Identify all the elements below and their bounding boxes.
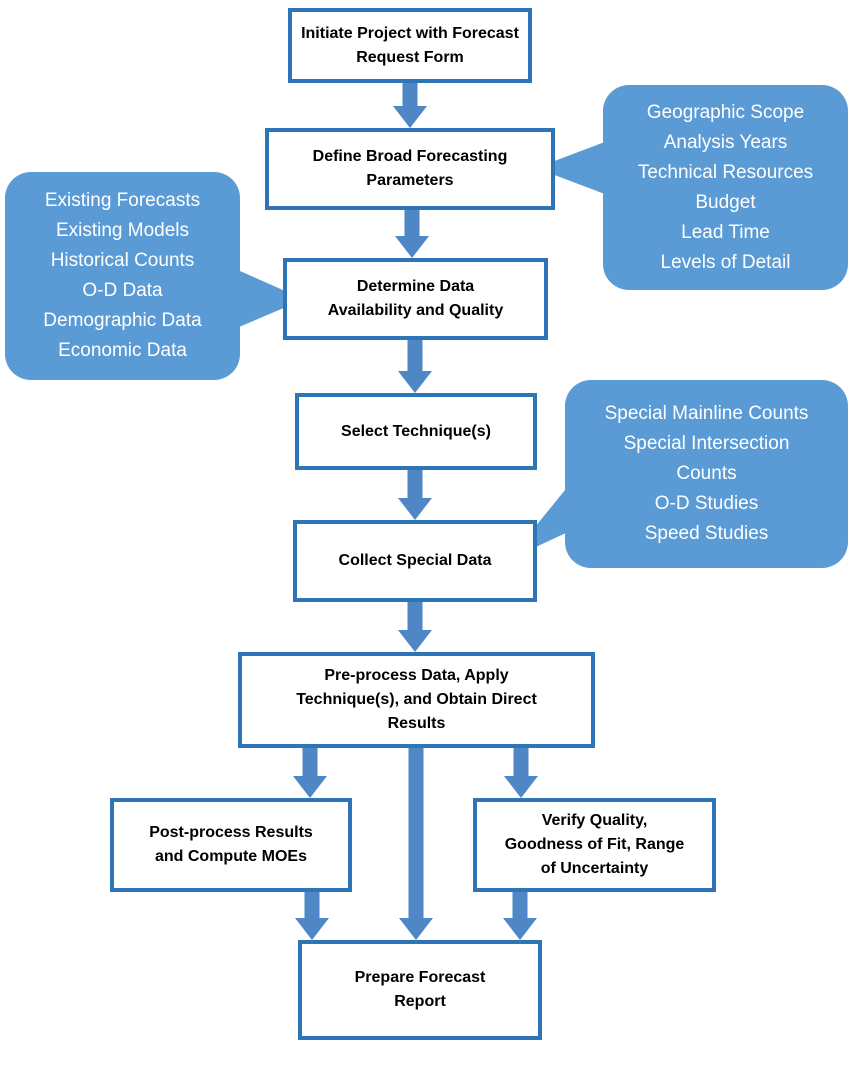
arrow-head [399,918,433,940]
step-collect-special-data: Collect Special Data [293,520,537,602]
arrow-stem [513,748,529,776]
callout-line: Demographic Data [43,310,202,331]
callout-line: Existing Models [55,220,190,241]
step-label: Define Broad Forecasting Parameters [312,148,508,189]
step-verify-quality: Verify Quality, Goodness of Fit, Range o… [473,798,716,892]
arrow-stem [402,83,418,106]
step-initiate-project: Initiate Project with Forecast Request F… [288,8,532,83]
arrow-head [503,918,537,940]
arrow-verify-to-report [503,892,537,940]
step-define-parameters: Define Broad Forecasting Parameters [265,128,555,210]
callout-line: Levels of Detail [660,251,791,273]
arrow-initiate-to-define [393,83,427,128]
arrow-select-to-collect [398,470,432,520]
step-label: Select Technique(s) [341,422,491,440]
arrow-head [395,236,429,258]
callout-line: Geographic Scope [646,101,805,123]
callout-line: O-D Data [82,280,163,301]
arrow-head [393,106,427,128]
arrow-preprocess-to-report [399,748,433,940]
callout-line: Existing Forecasts [44,190,201,211]
callout-line: Special Mainline Counts [604,403,809,424]
callout-line: Speed Studies [644,523,769,544]
arrow-head [504,776,538,798]
arrow-preprocess-to-verify [504,748,538,798]
callout-line: Lead Time [681,221,770,243]
step-label: Verify Quality, Goodness of Fit, Range o… [504,812,685,877]
arrow-define-to-determine [395,210,429,258]
callout-special-data: Special Mainline Counts Special Intersec… [565,380,848,568]
step-label: Prepare Forecast Report [354,969,486,1010]
arrow-stem [512,892,528,918]
arrow-head [295,918,329,940]
arrow-stem [407,602,423,630]
arrow-head [398,498,432,520]
callout-line: Analysis Years [663,131,788,153]
arrow-stem [407,340,423,371]
step-preprocess-data: Pre-process Data, Apply Technique(s), an… [238,652,595,748]
step-select-technique: Select Technique(s) [295,393,537,470]
step-label: Post-process Results and Compute MOEs [149,824,313,865]
callout-line: Economic Data [58,340,187,361]
callout-line: Counts [676,463,737,484]
arrow-preprocess-to-postprocess [293,748,327,798]
arrow-stem [302,748,318,776]
callout-line: Special Intersection [623,433,790,454]
arrow-stem [407,470,423,498]
step-determine-data: Determine Data Availability and Quality [283,258,548,340]
callout-line: O-D Studies [654,493,759,514]
callout-line: Technical Resources [637,161,814,183]
step-label: Initiate Project with Forecast Request F… [301,24,519,66]
step-prepare-report: Prepare Forecast Report [298,940,542,1040]
arrow-head [398,630,432,652]
arrow-collect-to-preprocess [398,602,432,652]
arrow-head [398,371,432,393]
arrow-postprocess-to-report [295,892,329,940]
step-label: Determine Data Availability and Quality [327,278,504,319]
arrow-head [293,776,327,798]
arrow-stem [408,748,424,918]
arrow-stem [304,892,320,918]
step-label: Pre-process Data, Apply Technique(s), an… [296,667,537,732]
step-postprocess-results: Post-process Results and Compute MOEs [110,798,352,892]
callout-line: Budget [695,191,756,213]
arrow-determine-to-select [398,340,432,393]
callout-data-sources: Existing Forecasts Existing Models Histo… [5,172,240,380]
callout-parameters: Geographic Scope Analysis Years Technica… [603,85,848,290]
step-label: Collect Special Data [338,552,492,569]
callout-line: Historical Counts [50,250,195,271]
arrow-stem [404,210,420,236]
